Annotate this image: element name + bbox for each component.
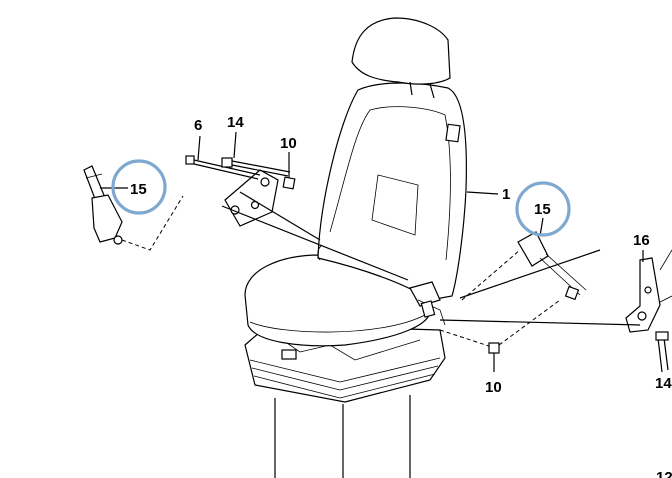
leader-right-2 bbox=[439, 299, 561, 349]
seat-belt-anchor bbox=[409, 281, 446, 326]
axis-line-right bbox=[439, 319, 641, 326]
seat-headrest bbox=[351, 17, 451, 99]
callout-15-right: 15 bbox=[534, 201, 551, 218]
right-bracket-16 bbox=[625, 249, 672, 333]
leader-15-right bbox=[539, 217, 544, 237]
nut-10-bottom bbox=[488, 342, 500, 372]
leader-6 bbox=[197, 135, 201, 161]
seat-pedestal bbox=[244, 324, 446, 478]
highlight-circle-right bbox=[515, 181, 571, 237]
callout-10-bottom: 10 bbox=[485, 379, 502, 396]
left-belt-buckle bbox=[83, 165, 123, 245]
bolt-14-top bbox=[221, 157, 291, 177]
callout-12-partial: 12 bbox=[656, 469, 672, 478]
right-belt-buckle bbox=[517, 231, 587, 301]
callout-15-left: 15 bbox=[130, 181, 147, 198]
axis-line-right-upper bbox=[459, 249, 601, 299]
nut-10-top bbox=[282, 176, 296, 190]
leader-right-1 bbox=[461, 249, 521, 301]
leader-left-buckle bbox=[121, 195, 184, 251]
axis-line-left bbox=[221, 205, 409, 281]
bolt-14-right bbox=[655, 331, 669, 373]
axis-line-top bbox=[239, 191, 321, 241]
callout-16: 16 bbox=[633, 232, 650, 249]
callout-6: 6 bbox=[194, 117, 202, 134]
callout-10-top: 10 bbox=[280, 135, 297, 152]
callout-14: 14 bbox=[227, 114, 244, 131]
callout-14-right: 14 bbox=[655, 375, 672, 392]
leader-1 bbox=[466, 191, 499, 195]
highlight-circle-left bbox=[111, 159, 167, 215]
callout-1: 1 bbox=[502, 186, 510, 203]
leader-14 bbox=[233, 131, 237, 159]
